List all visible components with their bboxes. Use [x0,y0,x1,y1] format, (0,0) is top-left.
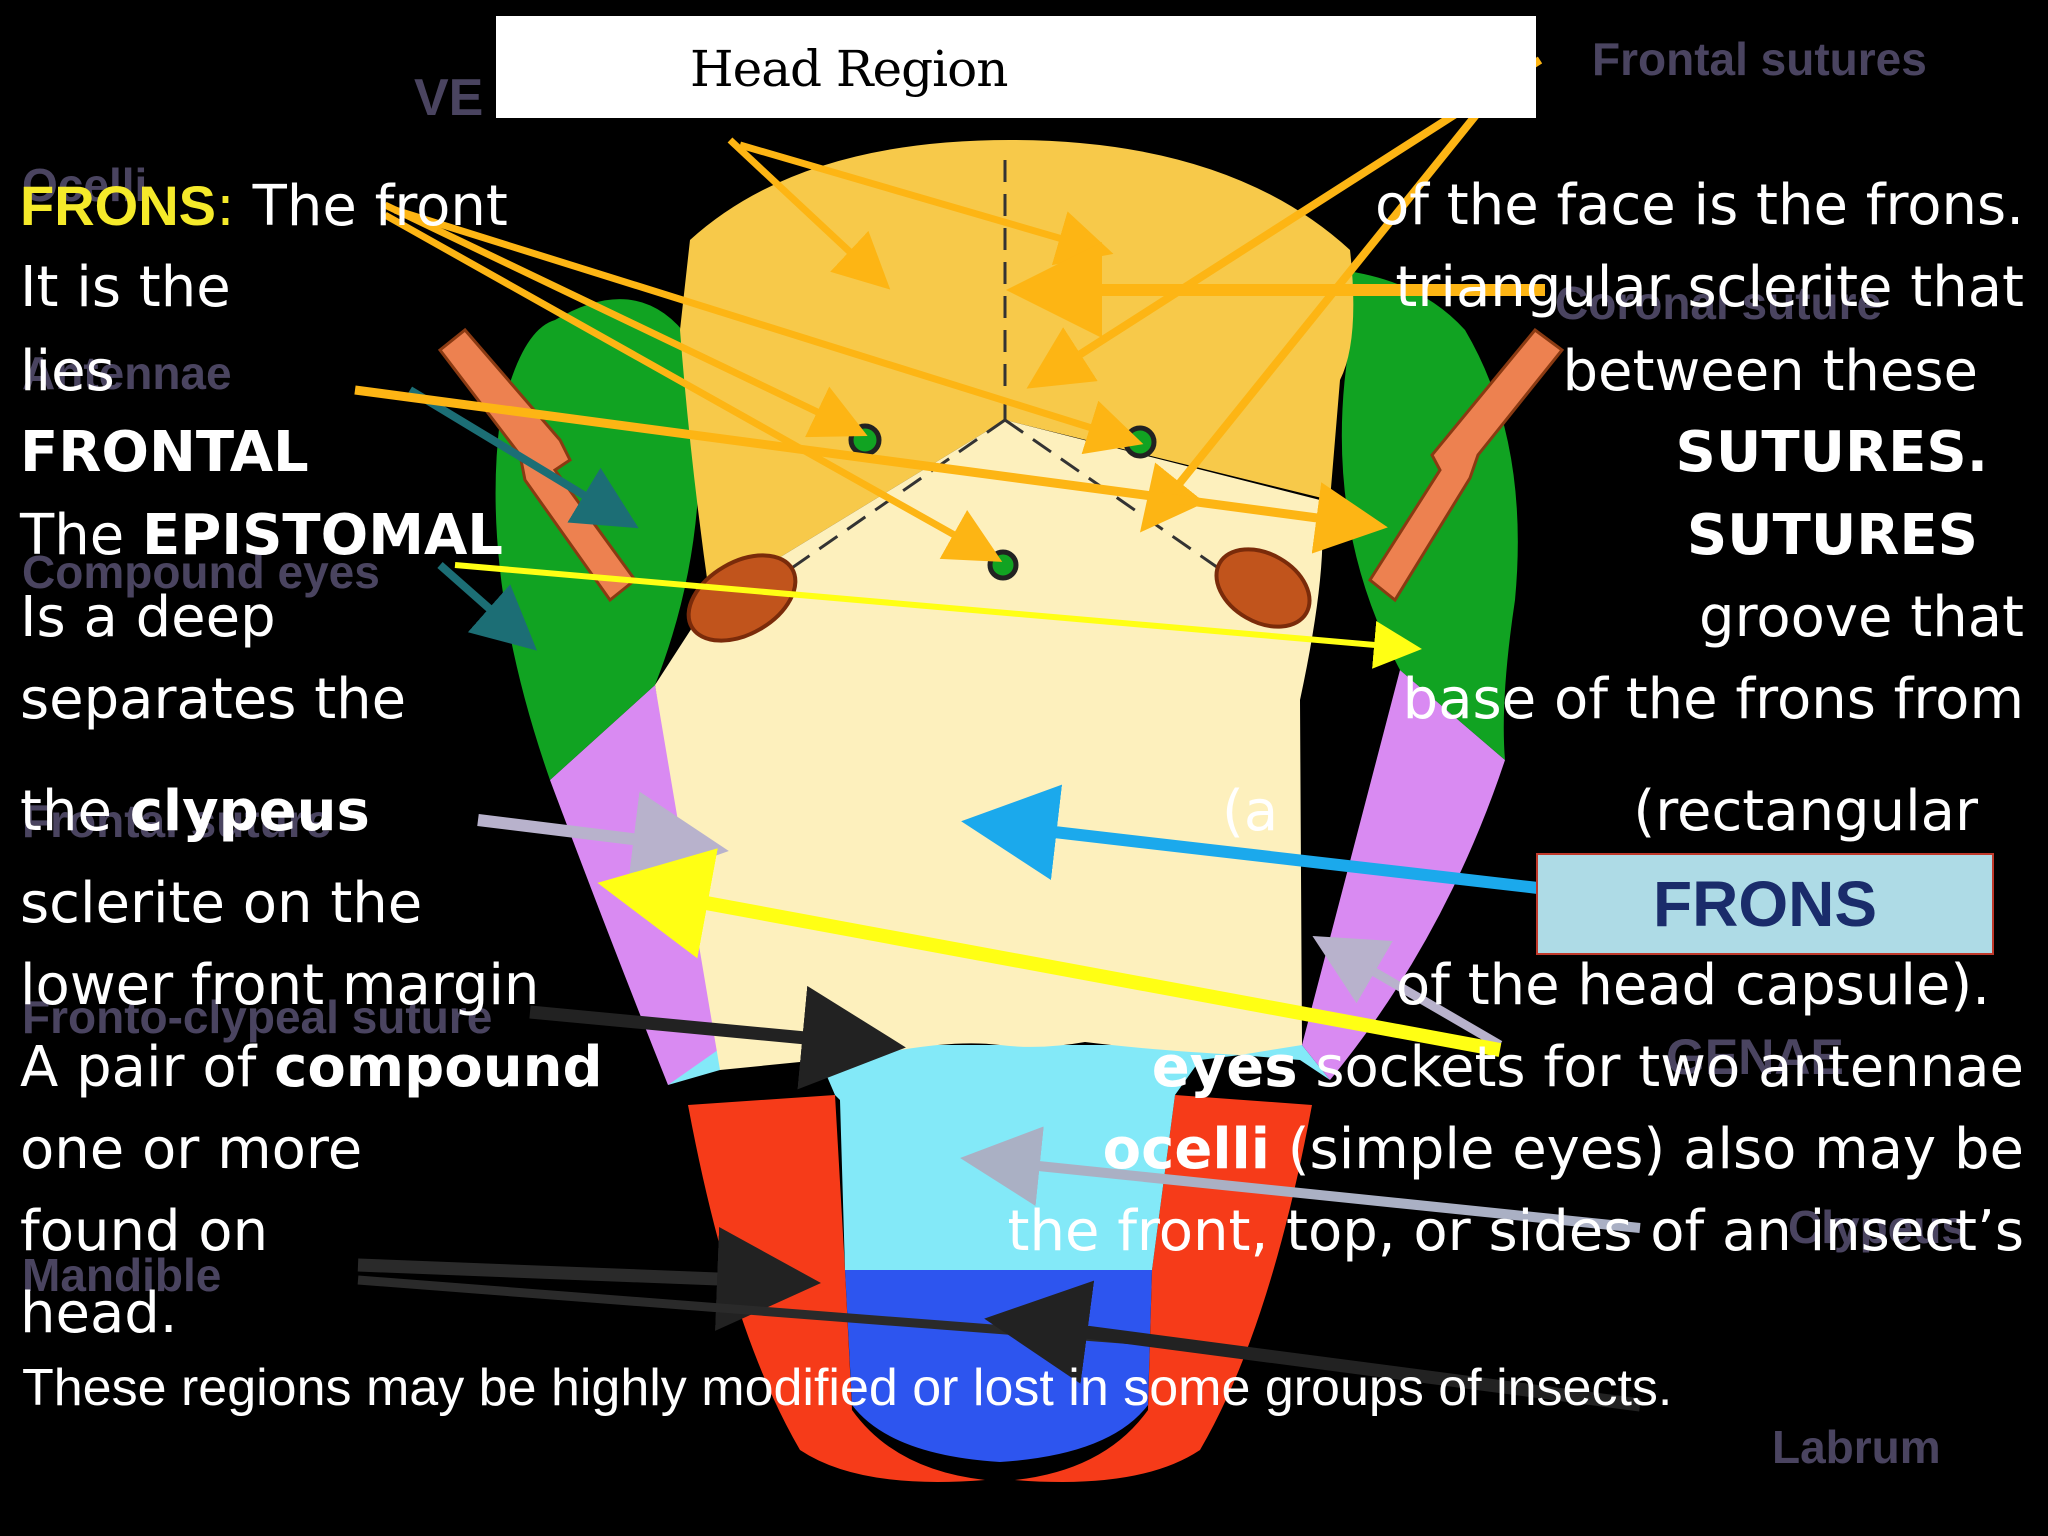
label-labrum: Labrum [1772,1421,1941,1473]
text-line-11-left: A pair of compound [20,1040,603,1096]
text-line-8-mid: (a [1222,779,1279,844]
text-line-11-right: eyes sockets for two antennae [1152,1040,2024,1096]
compound-keyword: compound [274,1035,603,1100]
text-line-4-left: FRONTAL [20,420,309,485]
text-line-13-left: found on [20,1199,269,1264]
text-line-9-left: sclerite on the [20,871,423,936]
text-line-1-left: FRONS: The front [20,178,508,235]
text-line-5-left-a: The [20,503,142,568]
frons-colon: : [216,174,235,239]
text-line-14-left: head. [20,1281,178,1346]
label-frontal-suture: Frontal suture [22,795,332,847]
text-line-10-right: of the head capsule). [1395,953,1990,1018]
text-line-5-left: The EPISTOMAL [20,508,503,564]
page-title: Head Region [690,40,1008,98]
text-line-1-right: of the face is the frons. [1374,173,2024,238]
text-line-6-left: Is a deep [20,585,276,650]
text-line-12-right-b: (simple eyes) also may be [1269,1117,2024,1182]
label-antennae: Antennae [22,347,232,399]
label-ocelli: Ocelli [22,159,148,211]
text-line-2-right: triangular sclerite that [1395,255,2024,320]
text-line-11-right-b: sockets for two antennae [1297,1035,2024,1100]
mandible-right-shape [1015,1095,1312,1482]
antenna-right-shape [1368,327,1565,603]
eyes-keyword: eyes [1151,1035,1298,1100]
label-vertex: VE [414,69,484,127]
text-line-8-left: the clypeus [20,784,370,840]
clypeus-keyword: clypeus [129,779,370,844]
label-compound-eyes: Compound eyes [22,546,380,598]
label-fronto-clypeal-suture: Fronto-clypeal suture [22,991,493,1043]
text-line-5-right: SUTURES [1686,503,1978,568]
antenna-socket-left [686,553,798,643]
ocelli-keyword: ocelli [1102,1117,1270,1182]
title-box [496,16,1536,118]
text-line-12-left: one or more [20,1117,363,1182]
frons-shape [655,420,1323,1070]
text-line-1-left-rest: The front [234,174,508,239]
label-gena: GENAE [1666,1029,1844,1085]
label-mandible: Mandible [22,1249,222,1301]
text-line-6-right: groove that [1699,585,2024,650]
text-line-12-right: ocelli (simple eyes) also may be [1103,1122,2024,1178]
label-frontal-sutures: Frontal sutures [1592,33,1927,85]
text-line-10-left: lower front margin [20,953,540,1018]
frons-keyword: FRONS [20,174,216,237]
text-line-8-left-a: the [20,779,130,844]
label-coronal-suture: Coronal suture [1555,277,1883,329]
footer-text: These regions may be highly modified or … [22,1359,1673,1417]
epistomal-keyword: EPISTOMAL [141,503,503,568]
frons-callout-box: FRONS [1536,853,1994,955]
text-line-11-left-a: A pair of [20,1035,275,1100]
text-line-2-left: It is the [20,255,231,320]
text-line-13-right: the front, top, or sides of an insect’s [1007,1199,2024,1264]
text-line-7-right: base of the frons from [1402,667,2024,732]
text-line-3-right: between these [1562,339,1979,404]
antenna-socket-right [1214,547,1312,629]
frons-callout-label: FRONS [1653,868,1877,940]
mandible-left-shape [688,1095,985,1482]
label-clypeus: Clypeus [1788,1201,1967,1253]
text-line-8-right: (rectangular [1633,779,1978,844]
text-line-4-right: SUTURES. [1675,420,1988,485]
text-line-7-left: separates the [20,667,407,732]
text-line-3-left: lies [20,339,115,404]
